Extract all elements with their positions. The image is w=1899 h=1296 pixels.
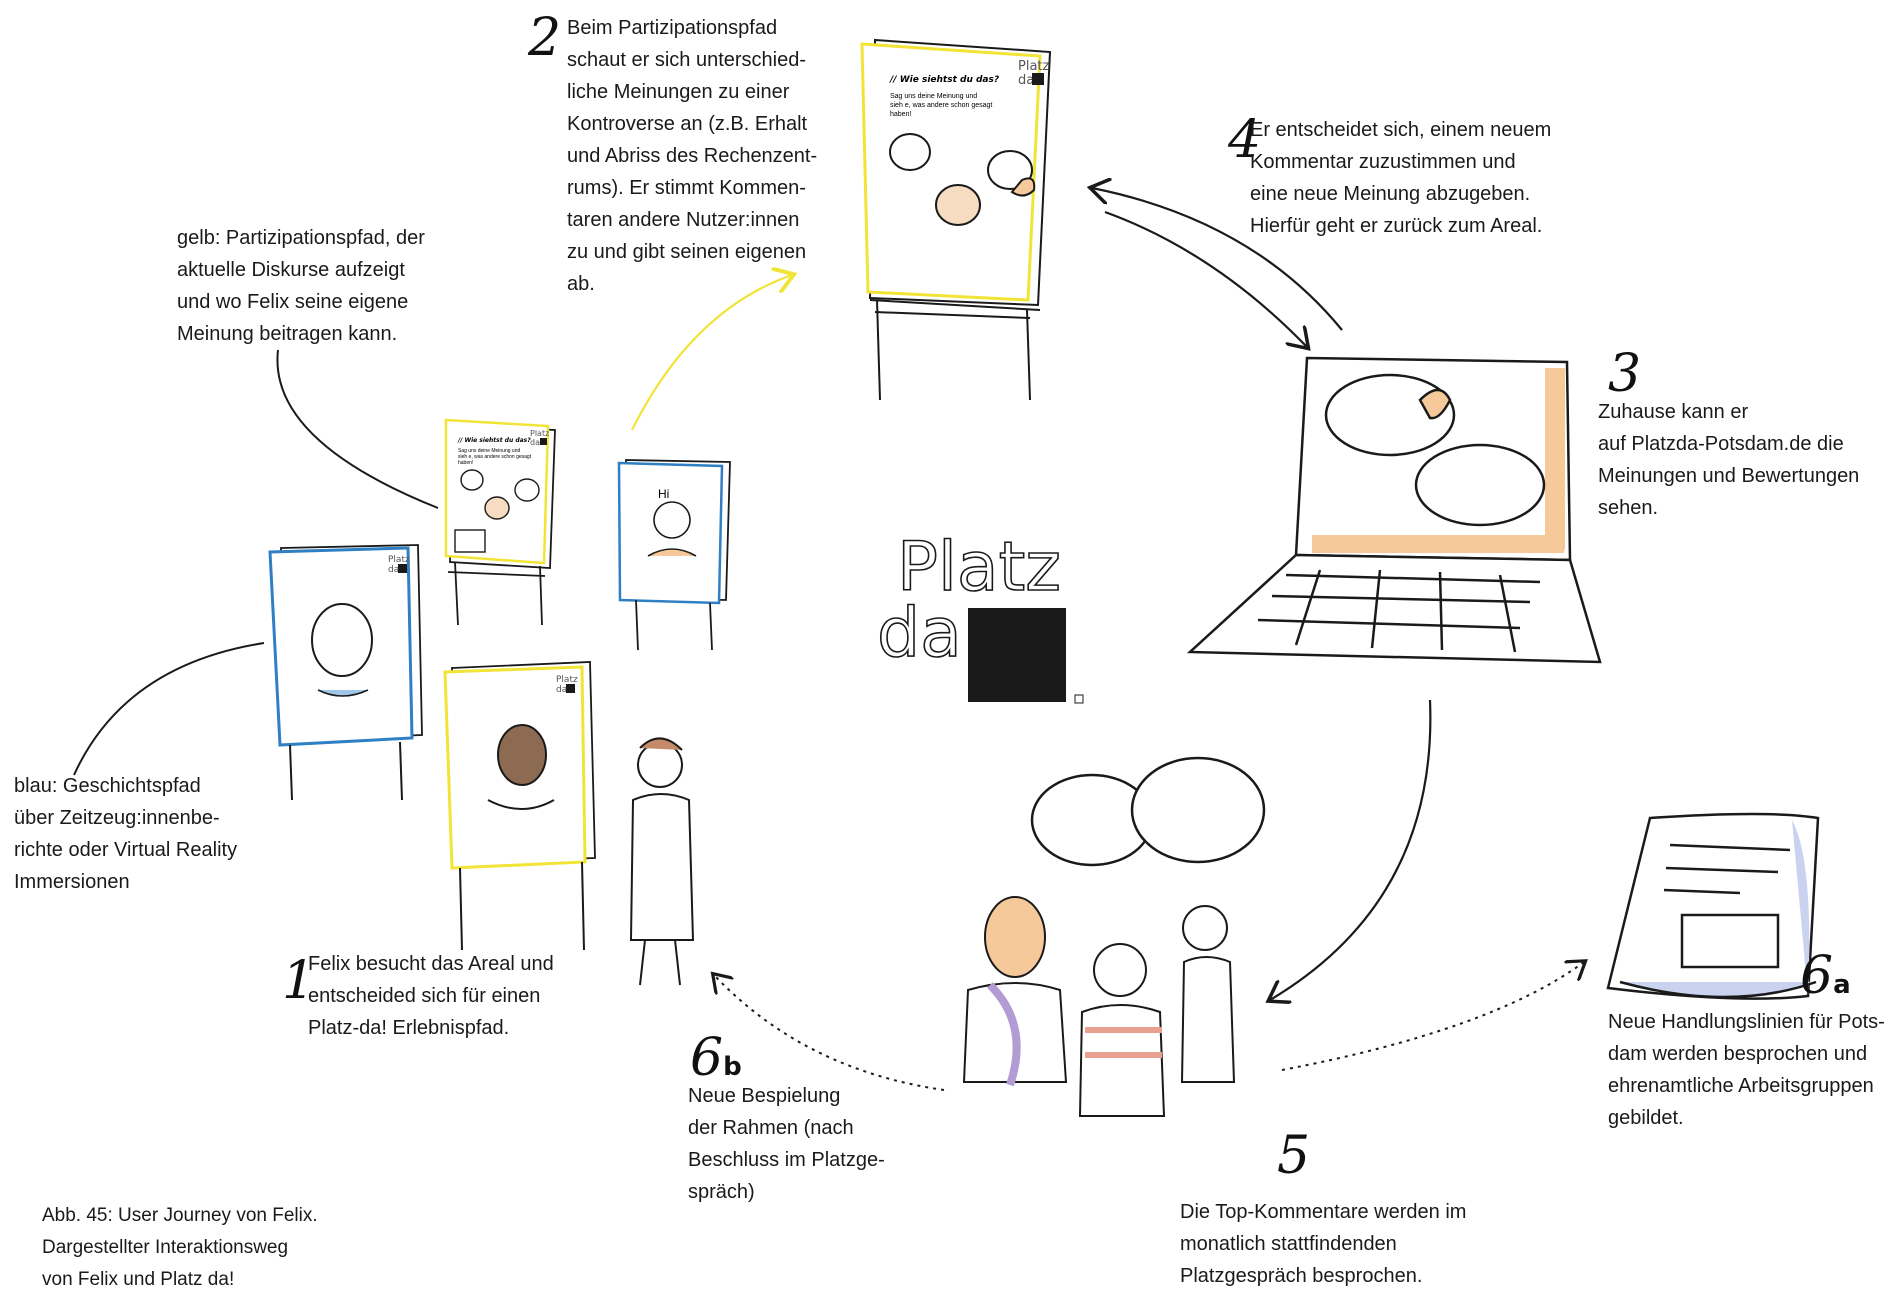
step-text-1: Felix besucht das Areal und entscheided … — [308, 953, 554, 1039]
step-number-6a: 6a — [1800, 946, 1851, 1006]
logo-square — [968, 608, 1066, 702]
step-number-4: 4 — [1228, 110, 1262, 170]
poster-history-portrait: Platz da — [268, 544, 423, 801]
poster-brand-square — [1032, 73, 1044, 85]
poster-history-hi: Hi — [617, 459, 731, 651]
poster-body-line: haben! — [458, 460, 473, 466]
poster-body-line: sieh e, was andere schon gesagt — [458, 454, 532, 460]
step-text-3: Zuhause kann er auf Platzda-Potsdam.de d… — [1598, 401, 1860, 519]
step-number-6b: 6b — [690, 1028, 742, 1088]
step-number-3: 3 — [1608, 344, 1642, 404]
speech-bubble-icon — [1130, 756, 1266, 864]
poster-brand-square — [540, 438, 547, 445]
poster-brand: da — [1018, 73, 1034, 88]
poster-participation-portrait: Platz da — [443, 661, 596, 951]
step-text-6b: Neue Bespielung der Rahmen (nach Beschlu… — [688, 1085, 885, 1203]
leader-line-yellow-legend — [276, 349, 439, 509]
step-text-2: Beim Partizipationspfad schaut er sich u… — [567, 17, 818, 295]
arrow-group-to-6b — [714, 975, 945, 1091]
step-number-5: 5 — [1277, 1126, 1311, 1186]
logo-line-platz: Platz — [897, 528, 1061, 607]
booklet-illustration — [1606, 812, 1820, 1000]
speech-bubble-icon — [889, 133, 1036, 226]
poster-brand: Platz — [388, 555, 410, 565]
poster-body-line: Sag uns deine Meinung und — [458, 448, 520, 454]
poster-participation-small: // Wie siehtst du das? Sag uns deine Mei… — [444, 418, 556, 626]
arrow-top-to-laptop — [1104, 210, 1307, 347]
poster-title: // Wie siehtst du das? — [889, 75, 999, 85]
legend-yellow: gelb: Partizipationspfad, der aktuelle D… — [177, 227, 425, 345]
poster-title: // Wie siehtst du das? — [457, 437, 531, 444]
poster-body-line: Sag uns deine Meinung und — [890, 93, 977, 100]
poster-brand: Platz — [530, 429, 549, 438]
poster-brand-square — [398, 564, 407, 573]
arrow-group-to-6a — [1281, 962, 1584, 1071]
logo-line-da: da — [877, 594, 962, 673]
platz-da-logo: Platz da — [876, 527, 1084, 704]
speech-bubble-icon — [1324, 373, 1456, 457]
poster-body-line: sieh e, was andere schon gesagt — [890, 102, 992, 109]
poster-brand: Platz — [556, 675, 578, 685]
step-text-6a: Neue Handlungslinien für Pots- dam werde… — [1608, 1011, 1885, 1129]
laptop-illustration — [1186, 356, 1602, 664]
group-people — [962, 896, 1236, 1117]
legend-blue: blau: Geschichtspfad über Zeitzeug:innen… — [14, 775, 238, 893]
step-text-4: Er entscheidet sich, einem neuem Komment… — [1250, 119, 1552, 237]
arrow-laptop-to-top — [1092, 188, 1343, 331]
group-speech-bubbles — [1030, 756, 1266, 867]
poster-body-line: haben! — [890, 111, 911, 118]
poster-brand: da — [556, 685, 567, 695]
poster-participation-large: // Wie siehtst du das? Sag uns deine Mei… — [860, 38, 1052, 401]
poster-brand: Platz — [1018, 59, 1050, 74]
felix-figure — [629, 737, 695, 986]
poster-greeting: Hi — [658, 487, 669, 501]
poster-brand: da — [388, 565, 399, 575]
leader-line-blue-legend — [73, 642, 265, 776]
arrow-laptop-to-group — [1270, 699, 1432, 1000]
figure-caption: Abb. 45: User Journey von Felix. Dargest… — [42, 1205, 318, 1290]
step-number-1: 1 — [282, 951, 316, 1011]
step-number-2: 2 — [528, 8, 562, 68]
speech-bubble-icon — [1414, 443, 1546, 527]
arrow-posters-to-top — [631, 275, 792, 431]
poster-brand: da — [530, 438, 540, 447]
step-text-5: Die Top-Kommentare werden im monatlich s… — [1180, 1201, 1467, 1287]
poster-brand-square — [566, 684, 575, 693]
